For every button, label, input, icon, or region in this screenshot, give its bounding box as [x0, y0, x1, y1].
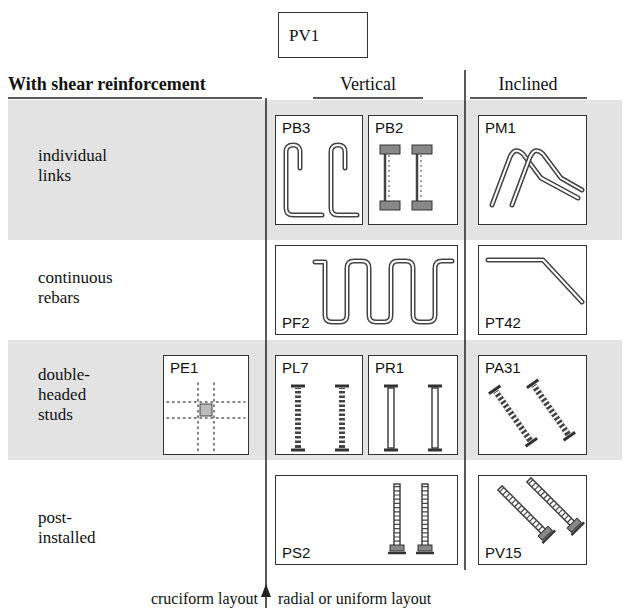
type-code: PB2	[375, 119, 403, 136]
row-label: individual links	[38, 146, 118, 186]
type-code: PM1	[485, 119, 516, 136]
type-box: PL7	[275, 355, 363, 455]
layout-note: cruciform layout	[151, 590, 258, 608]
type-code: PF2	[282, 314, 310, 331]
type-code: PV1	[289, 26, 319, 46]
arrow-head	[261, 584, 271, 597]
row-label: post-installed	[38, 508, 118, 548]
underline	[8, 97, 262, 99]
row-label: continuous rebars	[38, 268, 118, 308]
reference-box: PV1	[278, 12, 368, 58]
rebar-symbol	[315, 260, 582, 322]
link-symbol	[286, 145, 357, 215]
type-box: PR1	[368, 355, 458, 455]
anchor-symbol	[388, 474, 584, 553]
underline	[470, 97, 587, 99]
section-heading: With shear reinforcement	[8, 74, 206, 95]
layout-symbol	[167, 383, 245, 451]
column-heading: Inclined	[499, 74, 558, 95]
type-code: PA31	[485, 359, 521, 376]
column-heading: Vertical	[340, 74, 396, 95]
stud-symbol	[291, 380, 575, 450]
link-symbol	[492, 151, 582, 205]
type-code: PE1	[170, 359, 198, 376]
row-band: PB3 PB2 PM1 individual links	[8, 100, 622, 240]
type-code: PV15	[485, 544, 522, 561]
divider-line	[464, 70, 466, 570]
row-label: double-headed studs	[38, 365, 118, 425]
layout-note: radial or uniform layout	[278, 590, 431, 608]
link-symbol	[380, 145, 432, 210]
underline	[313, 97, 423, 99]
divider-line	[265, 98, 267, 608]
type-code: PR1	[375, 359, 404, 376]
type-code: PS2	[282, 544, 310, 561]
type-code: PL7	[282, 359, 309, 376]
type-code: PT42	[485, 314, 521, 331]
type-code: PB3	[282, 119, 310, 136]
